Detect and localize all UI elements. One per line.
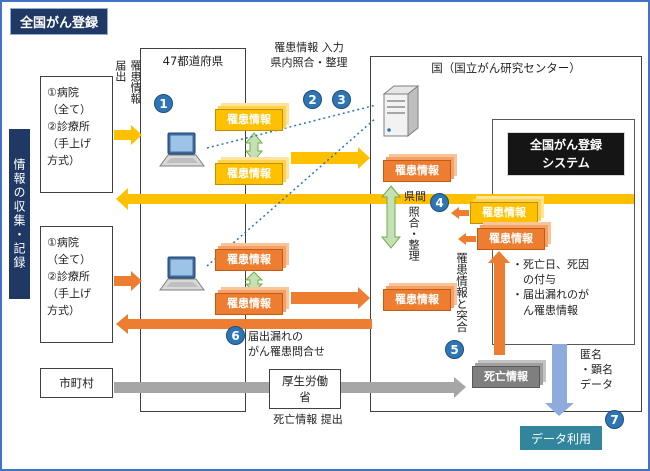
step-circle-5: 5 — [445, 340, 464, 359]
incidence-report-submit-label: 罹患情報 届出 — [113, 60, 142, 104]
mhlw-box: 厚生労働 省 — [269, 369, 341, 409]
death-match-label: 罹患情報と突合 — [455, 252, 469, 333]
arrow-pref-to-country-orange — [291, 287, 370, 309]
dotted-link-laptop1-server — [206, 104, 377, 149]
incidence-report-stack: 罹患情報 — [470, 202, 538, 224]
arrow-hospital1-to-pref — [114, 125, 142, 145]
step-circle-1: 1 — [154, 94, 173, 113]
hospital-clinic-box-2: ①病院 （全て） ②診療所 （手上げ 方式） — [40, 226, 113, 343]
system-notes: ・死亡日、死因 の付与 ・届出漏れのが ん罹患情報 — [512, 258, 589, 317]
step-circle-7: 7 — [605, 410, 624, 429]
incidence-report-stack: 罹患情報 — [383, 289, 451, 311]
inquiry-label: 届出漏れの がん罹患問合せ — [248, 330, 325, 359]
data-use-box: データ利用 — [520, 426, 602, 450]
municipality-box: 市町村 — [40, 368, 113, 398]
server-icon — [382, 84, 420, 138]
arrow-inquiry-to-hospital2 — [116, 314, 372, 334]
arrow-intra-pref-matching-2 — [244, 271, 264, 293]
arrow-inter-pref-matching — [380, 185, 402, 249]
arrow-data-use-down — [545, 344, 574, 416]
interpref-matching-label-1: 県間 — [404, 190, 426, 203]
prefecture-process-note: 罹患情報 入力 県内照合・整理 — [270, 41, 348, 70]
dotted-link-laptop2-server — [206, 117, 377, 267]
incidence-report-stack: 罹患情報 — [215, 163, 283, 185]
arrow-country-feedback-to-hospital1 — [116, 188, 634, 210]
arrow-pref-to-country-yellow — [291, 147, 370, 169]
step-circle-3: 3 — [332, 90, 351, 109]
step-circle-4: 4 — [430, 193, 449, 212]
step-circle-6: 6 — [226, 326, 245, 345]
arrow-hospital2-to-pref — [114, 271, 142, 291]
incidence-report-stack: 罹患情報 — [383, 160, 451, 182]
page-title: 全国がん登録 — [10, 8, 109, 35]
death-info-submit-label: 死亡情報 提出 — [273, 413, 343, 426]
arrow-intra-pref-matching-1 — [244, 132, 264, 162]
death-info-stack: 死亡情報 — [472, 366, 540, 388]
hospital-clinic-box-1: ①病院 （全て） ②診療所 （手上げ 方式） — [40, 76, 113, 193]
step-circle-2: 2 — [303, 90, 322, 109]
country-title: 国（国立がん研究センター） — [431, 61, 581, 75]
arrow-system-register-2 — [458, 233, 476, 245]
server-side — [407, 84, 419, 138]
incidence-report-stack: 罹患情報 — [215, 249, 283, 271]
prefecture-title: 47都道府県 — [162, 54, 224, 68]
incidence-report-stack: 罹患情報 — [215, 109, 283, 131]
arrow-death-match-up — [488, 251, 510, 355]
incidence-report-stack: 罹患情報 — [215, 293, 283, 315]
incidence-report-stack: 罹患情報 — [477, 228, 545, 250]
laptop-icon — [159, 132, 205, 167]
laptop-icon — [159, 256, 205, 291]
anonymous-data-label: 匿名 ・顕名 データ — [580, 348, 613, 392]
sidebar-collect-record-label: 情報の収集・記録 — [9, 129, 30, 299]
arrow-system-register-1 — [451, 207, 469, 219]
registry-system-box: 全国がん登録 システム — [507, 132, 625, 176]
interpref-matching-label-2: 照合・整理 — [407, 206, 421, 261]
